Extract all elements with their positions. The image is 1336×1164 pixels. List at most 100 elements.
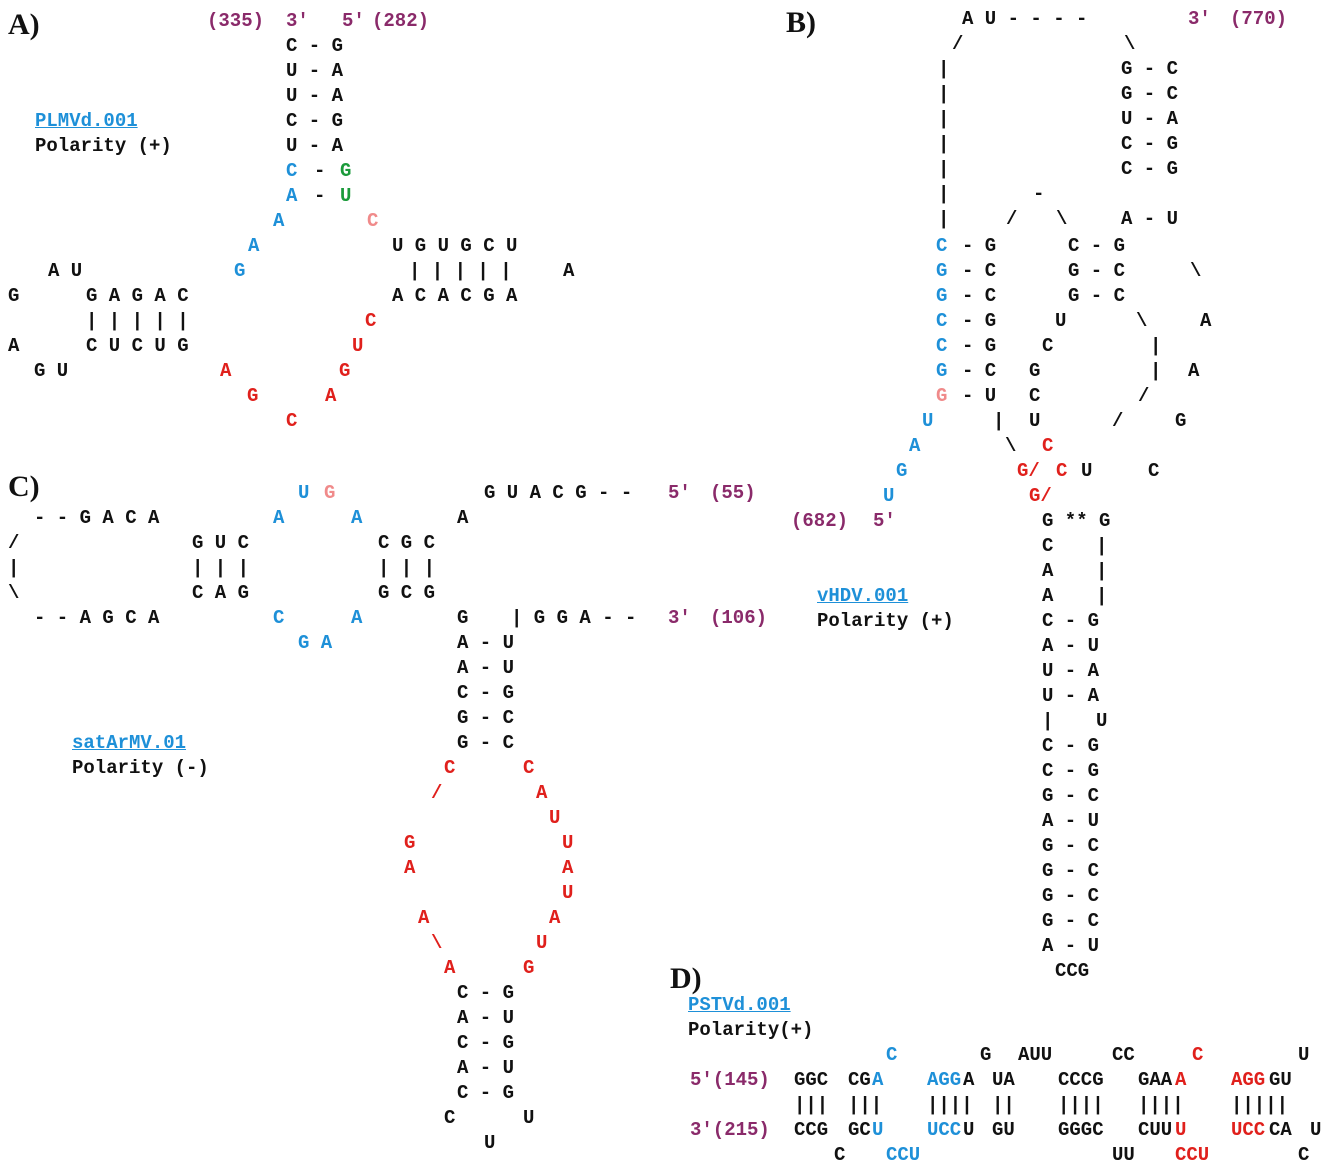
b-base: /: [1112, 410, 1124, 432]
b-base: C: [936, 310, 948, 332]
d-base: CCU: [886, 1144, 921, 1164]
c-base: A: [404, 857, 416, 879]
c-end-5: 5': [668, 482, 691, 504]
b-base: C - G: [1042, 760, 1100, 782]
a-base: U - A: [286, 60, 344, 82]
b-base: U: [1081, 460, 1093, 482]
b-base: U: [1029, 410, 1041, 432]
c-base: C A G: [192, 582, 250, 604]
b-base: A: [1042, 560, 1054, 582]
d-base: C: [834, 1144, 846, 1164]
panel-label-c: C): [8, 470, 40, 503]
b-end-3: 3': [1188, 8, 1211, 30]
a-base: A: [248, 235, 260, 257]
b-base: C - G: [1121, 133, 1179, 155]
b-base: C: [1148, 460, 1160, 482]
d-base: AGG: [927, 1069, 962, 1091]
a-base: U G U G C U: [392, 235, 518, 257]
a-base: C: [286, 410, 298, 432]
b-polarity: Polarity (+): [817, 610, 954, 632]
b-base: C: [1042, 435, 1054, 457]
b-base: A: [1042, 585, 1054, 607]
c-base: C: [523, 757, 535, 779]
b-base: |: [1042, 710, 1054, 732]
c-base: G: [523, 957, 535, 979]
c-base: - - A G C A: [34, 607, 160, 629]
c-base: G: [404, 832, 416, 854]
c-base: G A: [298, 632, 333, 654]
b-base: - C: [962, 260, 997, 282]
c-polarity: Polarity (-): [72, 757, 209, 779]
b-base: A: [1188, 360, 1200, 382]
d-base: ||||: [1138, 1094, 1184, 1116]
c-base: A: [351, 507, 363, 529]
b-base: G: [936, 385, 948, 407]
d-base: UCC: [1231, 1119, 1266, 1141]
d-base: CG: [848, 1069, 871, 1091]
c-pos-3: (106): [710, 607, 768, 629]
c-base: G - C: [457, 732, 515, 754]
d-base: CCU: [1175, 1144, 1210, 1164]
a-name-link[interactable]: PLMVd.001: [35, 110, 138, 132]
d-base: C: [1298, 1144, 1310, 1164]
d-base: CCG: [794, 1119, 829, 1141]
a-base: C - G: [286, 35, 344, 57]
a-base: G: [340, 160, 352, 182]
b-base: |: [1096, 560, 1108, 582]
b-base: A - U: [1042, 935, 1100, 957]
c-base: C - G: [457, 1032, 515, 1054]
b-base: C: [936, 235, 948, 257]
b-base: G - C: [1121, 58, 1179, 80]
c-base: \: [8, 582, 20, 604]
b-base: U - A: [1121, 108, 1179, 130]
b-base: G ** G: [1042, 510, 1111, 532]
b-name-link[interactable]: vHDV.001: [817, 585, 909, 607]
b-pos-5: (682): [791, 510, 849, 532]
b-base: |: [1096, 535, 1108, 557]
a-base: A: [563, 260, 575, 282]
c-base: C: [444, 1107, 456, 1129]
a-base: C: [365, 310, 377, 332]
b-base: |: [938, 133, 950, 155]
b-base: A: [909, 435, 921, 457]
c-base: | G G A - -: [511, 607, 637, 629]
b-base: G - C: [1042, 835, 1100, 857]
c-base: - - G A C A: [34, 507, 160, 529]
c-base: | | |: [192, 557, 250, 579]
b-base: - G: [962, 310, 997, 332]
c-base: U: [298, 482, 310, 504]
a-base: G U: [34, 360, 69, 382]
b-base: U - A: [1042, 685, 1100, 707]
b-base: G: [936, 260, 948, 282]
a-base: A: [273, 210, 285, 232]
c-base: C - G: [457, 1082, 515, 1104]
d-base: GU: [992, 1119, 1015, 1141]
a-base: A: [8, 335, 20, 357]
b-base: - U: [962, 385, 997, 407]
b-base: G - C: [1121, 83, 1179, 105]
a-base: G A G A C: [86, 285, 189, 307]
b-base: -: [1033, 183, 1045, 205]
c-base: C: [444, 757, 456, 779]
a-base: A: [286, 185, 298, 207]
a-base: | | | | |: [409, 260, 512, 282]
c-base: C: [273, 607, 285, 629]
b-base: G - C: [1068, 285, 1126, 307]
b-base: /: [1006, 208, 1018, 230]
c-name-link[interactable]: satArMV.01: [72, 732, 187, 754]
a-base: U - A: [286, 135, 344, 157]
a-base: -: [314, 185, 326, 207]
d-polarity: Polarity(+): [688, 1019, 814, 1041]
d-name-link[interactable]: PSTVd.001: [688, 994, 791, 1016]
d-base: G: [980, 1044, 992, 1066]
c-base: U: [562, 882, 574, 904]
a-base: U: [340, 185, 352, 207]
c-base: U: [536, 932, 548, 954]
a-end-5: 5': [342, 10, 365, 32]
b-base: G/: [1029, 485, 1052, 507]
d-base: CA: [1269, 1119, 1292, 1141]
b-base: G: [936, 360, 948, 382]
d-base: AGG: [1231, 1069, 1266, 1091]
c-base: | | |: [378, 557, 436, 579]
